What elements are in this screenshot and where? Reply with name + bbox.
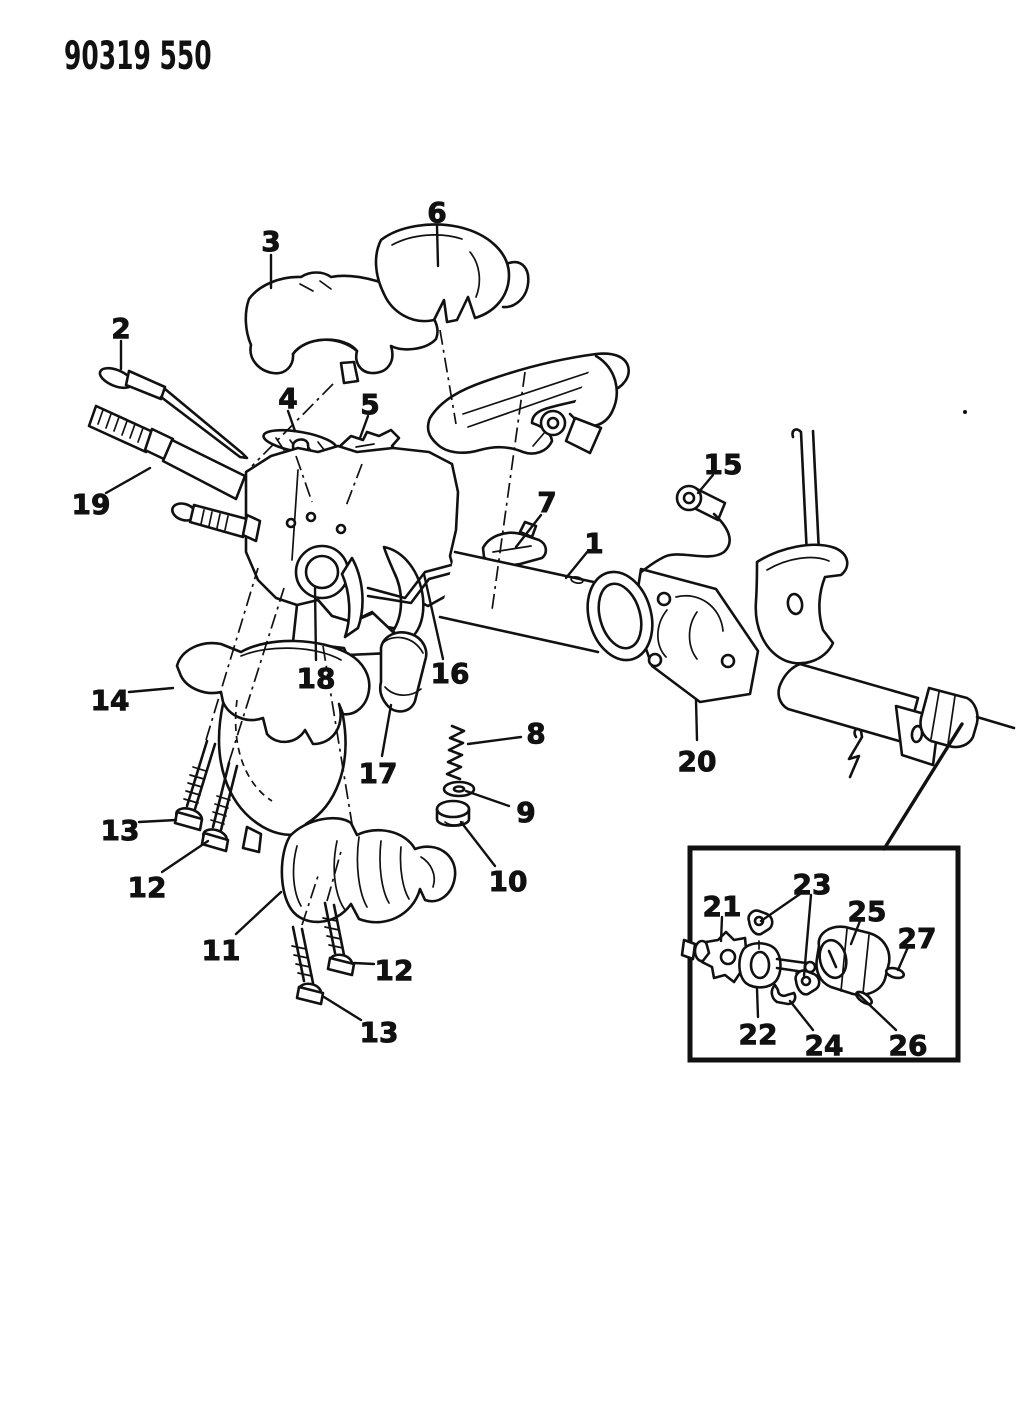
callout-11-leader (234, 890, 283, 936)
callout-20-label: 20 (678, 745, 717, 778)
bolt-12-upper-art (200, 761, 239, 853)
part-20-art (632, 567, 760, 704)
callout-22-label: 22 (739, 1018, 778, 1051)
part-1-art (438, 550, 614, 654)
bolt-12-lower-art (322, 901, 356, 977)
callout-13-leader (137, 818, 178, 824)
callout-15-leader (696, 473, 715, 495)
callout-8-label: 8 (526, 717, 545, 750)
part-10-art (435, 799, 471, 828)
callout-1-leader (564, 549, 590, 580)
callout-22-leader (755, 987, 760, 1019)
callout-11-label: 11 (202, 934, 241, 967)
callout-26-label: 26 (889, 1029, 928, 1062)
callout-2-label: 2 (111, 312, 130, 345)
callout-25-label: 25 (848, 895, 887, 928)
callout-23-leader (759, 892, 802, 923)
callout-3-label: 3 (261, 225, 280, 258)
bolt-13-upper-art (173, 739, 217, 832)
callout-5-leader (358, 414, 370, 440)
tube-collar-art (586, 570, 654, 662)
lower-shaft-art (777, 410, 1016, 779)
callout-4-leader (286, 409, 297, 433)
callout-27-label: 27 (898, 922, 937, 955)
callout-13-label: 13 (360, 1016, 399, 1049)
callout-5-label: 5 (360, 388, 379, 421)
callout-12-leader (352, 961, 376, 966)
callout-24-label: 24 (805, 1029, 844, 1062)
part-11-art (280, 816, 457, 924)
callout-25-leader (849, 919, 862, 946)
callout-10-leader (459, 820, 497, 868)
part-19-art (87, 404, 247, 501)
callout-20-leader (694, 698, 699, 742)
part-24-art (770, 983, 797, 1006)
callout-12-label: 12 (128, 871, 167, 904)
part-17-art (378, 631, 428, 713)
callout-23-leader (802, 893, 813, 978)
callout-17-leader (380, 703, 393, 758)
callout-19-label: 19 (72, 488, 111, 521)
callout-27-leader (896, 945, 910, 972)
part-9-art (442, 780, 476, 798)
inset-reference-line (882, 722, 964, 851)
inset-box (680, 845, 961, 1063)
callout-21-leader (719, 915, 724, 943)
callout-13-leader (322, 995, 363, 1022)
callout-7-label: 7 (537, 486, 556, 519)
callout-12-leader (160, 839, 210, 874)
part-22-art (738, 940, 817, 989)
callout-18-label: 18 (297, 662, 336, 695)
callout-18-leader (313, 586, 318, 662)
callout-13-label: 13 (101, 814, 140, 847)
callout-8-leader (466, 735, 523, 746)
callout-14-label: 14 (91, 684, 130, 717)
callout-24-leader (788, 999, 815, 1032)
callout-12-label: 12 (375, 954, 414, 987)
firewall-bracket-art (754, 428, 849, 665)
callout-4-label: 4 (278, 382, 297, 415)
callout-7-leader (514, 513, 543, 549)
part-7-art (481, 520, 548, 567)
part-15-art (639, 484, 731, 574)
callout-9-leader (464, 789, 511, 808)
callout-16-label: 16 (431, 657, 470, 690)
callout-9-label: 9 (516, 796, 535, 829)
callout-14-leader (127, 686, 175, 694)
lever-art (340, 545, 472, 645)
callout-10-label: 10 (489, 865, 528, 898)
part-27-art (884, 966, 906, 980)
upper-bracket-art (426, 352, 630, 455)
bolt-13-lower-art (291, 925, 325, 1006)
callout-6-label: 6 (427, 196, 446, 229)
callout-16-leader (422, 572, 445, 661)
diagram-artwork (87, 223, 1016, 1063)
drawing-number: 90319 550 (64, 34, 212, 79)
centerlines (205, 329, 526, 926)
callout-26-leader (855, 991, 898, 1032)
callout-17-label: 17 (359, 757, 398, 790)
part-25-art (815, 925, 891, 997)
callout-1-label: 1 (584, 527, 603, 560)
part-8-art (445, 724, 466, 781)
part-6-art (374, 223, 530, 324)
callout-15-label: 15 (704, 448, 743, 481)
callout-19-leader (104, 466, 152, 495)
callout-23-label: 23 (793, 868, 832, 901)
part-2-art (98, 366, 249, 460)
callout-6-leader (435, 224, 440, 268)
callout-21-label: 21 (703, 890, 742, 923)
